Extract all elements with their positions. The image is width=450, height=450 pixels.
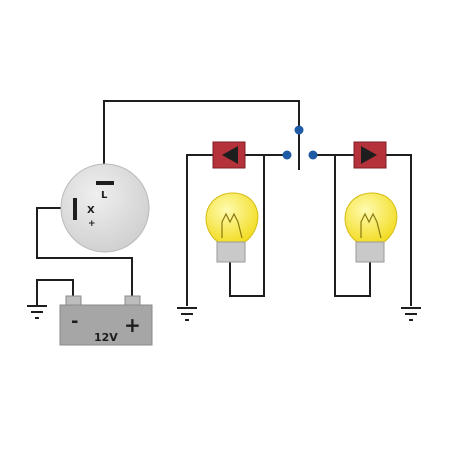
indicator-right — [353, 141, 387, 169]
flasher-terminal-x-polarity: + — [88, 219, 96, 229]
direction-switch — [282, 125, 318, 170]
flasher-terminal-x-bar — [73, 198, 77, 220]
switch-contact-right — [308, 150, 318, 160]
flasher-terminal-l-bar — [96, 181, 114, 185]
battery-positive-label: + — [124, 313, 141, 337]
wire-right-lamp-loop — [386, 154, 412, 306]
flasher-terminal-l-label: L — [101, 190, 108, 201]
wire-right-lamp-return — [334, 155, 371, 297]
bulb-right-filament-icon — [360, 212, 382, 239]
battery-negative-label: - — [71, 311, 78, 332]
arrow-left-icon — [222, 146, 238, 164]
wiring — [36, 100, 412, 306]
bulb-left-filament-icon — [221, 212, 243, 239]
wire-left-lamp-loop — [186, 154, 213, 306]
switch-contact-common — [294, 125, 304, 135]
arrow-right-icon — [361, 146, 377, 164]
battery-voltage-label: 12V — [94, 331, 118, 344]
wire-flasher-to-switch — [103, 100, 300, 168]
ground-symbol-left-lamp — [177, 307, 197, 321]
flasher-unit: L X + — [60, 163, 150, 253]
wire-battery-negative-to-ground — [36, 279, 74, 306]
ground-symbol-right-lamp — [401, 307, 421, 321]
bulb-left-base — [216, 241, 246, 263]
battery-body — [59, 304, 153, 346]
indicator-left — [212, 141, 246, 169]
battery: - + 12V — [59, 295, 153, 346]
wire-flasher-x-to-battery-positive — [36, 207, 133, 296]
wire-left-lamp-return — [229, 155, 265, 297]
ground-symbol-battery — [27, 305, 47, 319]
bulb-left — [205, 192, 259, 263]
switch-contact-left — [282, 150, 292, 160]
flasher-terminal-x-label: X — [87, 205, 95, 216]
bulb-right-base — [355, 241, 385, 263]
bulb-right — [344, 192, 398, 263]
flasher-body — [60, 163, 150, 253]
